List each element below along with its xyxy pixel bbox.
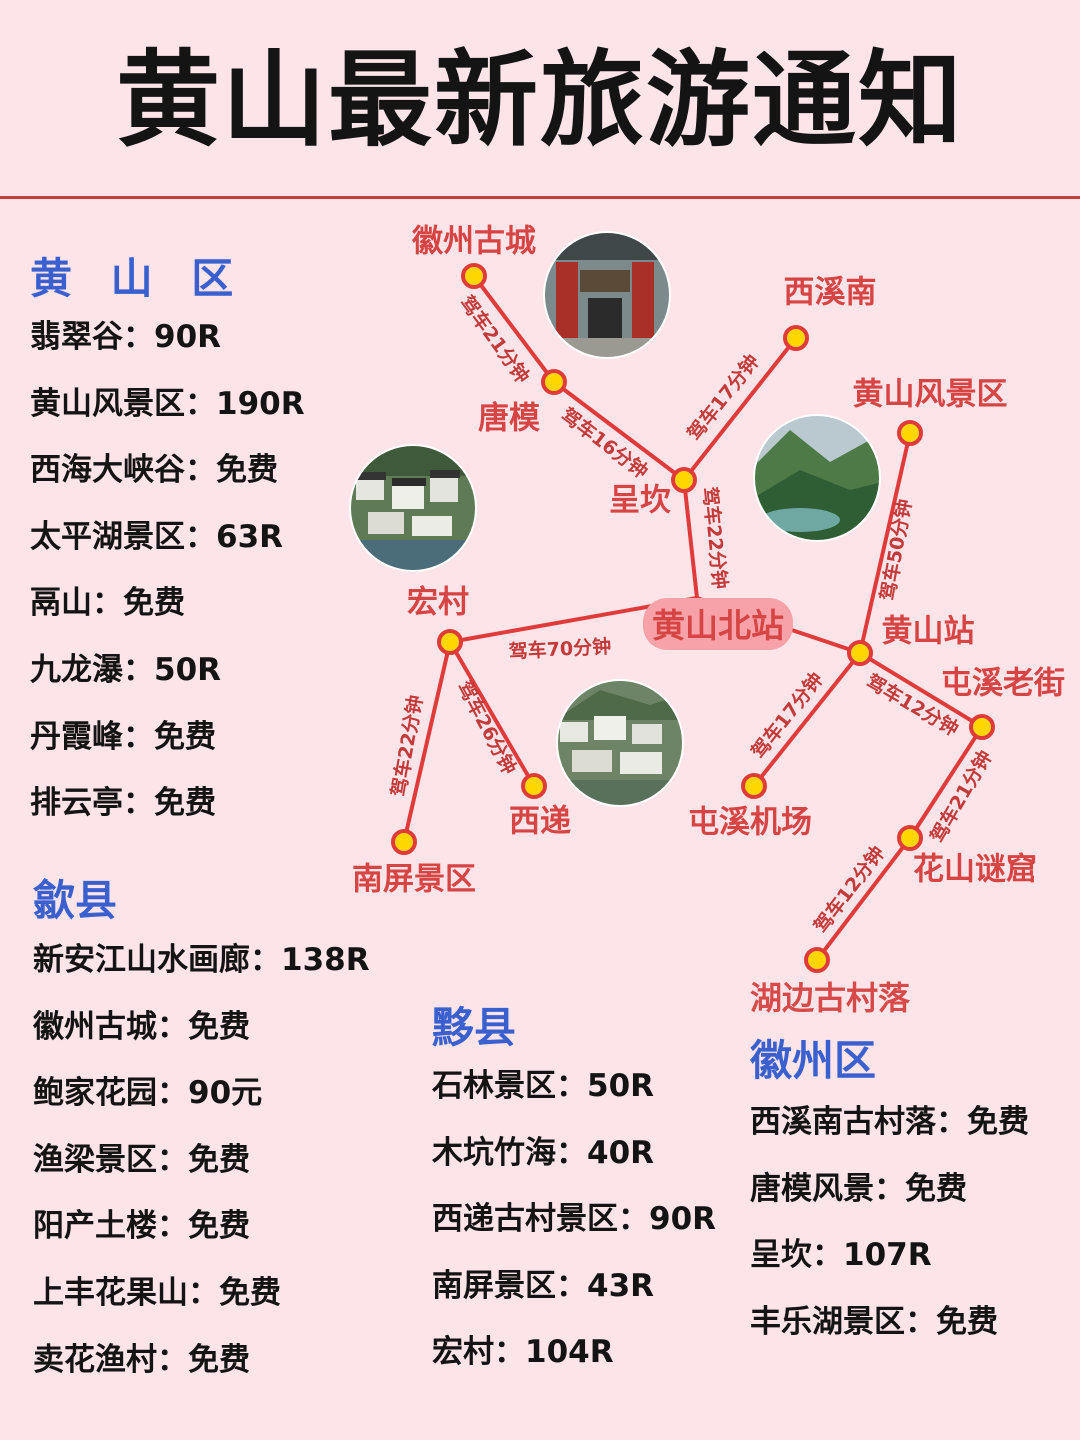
route-line-hsStation-tunxi [858, 651, 984, 729]
station-dot-hongcun [437, 629, 463, 655]
hub-station: 黄山北站 [643, 598, 793, 650]
attraction-huangshan-4: 鬲山：免费 [30, 585, 185, 622]
hub-station-label: 黄山北站 [652, 606, 784, 645]
region-title-huizhou: 徽州区 [750, 1036, 877, 1085]
attraction-yixian-1: 木坑竹海：40R [432, 1134, 655, 1171]
region-title-yixian: 黟县 [432, 1003, 517, 1052]
station-dot-xidi [521, 773, 547, 799]
attraction-huizhou-1: 唐模风景：免费 [750, 1170, 967, 1207]
station-dot-chengkan [671, 467, 697, 493]
route-line-tangmo-chengkan [552, 380, 686, 482]
station-label-huashan: 花山谜窟 [913, 852, 1037, 888]
station-label-nanping: 南屏景区 [352, 862, 476, 898]
attraction-huangshan-5: 九龙瀑：50R [30, 652, 222, 688]
attraction-huangshan-0: 翡翠谷：90R [30, 319, 222, 355]
attraction-huangshan-3: 太平湖景区：63R [30, 518, 284, 555]
village-note-label: 湖边古村落 [750, 979, 911, 1017]
station-dot-nanping [391, 829, 417, 855]
photo-huangshan-mountain [753, 414, 881, 542]
route-duration-label: 驾车12分钟 [809, 842, 889, 938]
station-label-airport: 屯溪机场 [688, 805, 812, 841]
station-label-xixinan: 西溪南 [784, 275, 877, 311]
station-dot-hsStation [847, 640, 873, 666]
attraction-shexian-5: 上丰花果山：免费 [33, 1275, 281, 1311]
station-label-tangmo: 唐模 [478, 401, 540, 437]
region-title-huangshan: 黄 山 区 [30, 254, 246, 303]
station-label-huizhou: 徽州古城 [411, 224, 536, 260]
route-line-scenic-hsStation [858, 431, 912, 655]
attraction-yixian-4: 宏村：104R [432, 1334, 614, 1370]
station-label-hsStation: 黄山站 [882, 614, 975, 650]
attraction-huizhou-0: 西溪南古村落：免费 [750, 1104, 1029, 1140]
route-line-chengkan-hub [682, 478, 699, 600]
station-dot-scenic [897, 420, 923, 446]
attraction-huizhou-3: 丰乐湖景区：免费 [750, 1303, 998, 1340]
attraction-shexian-4: 阳产土楼：免费 [33, 1208, 250, 1245]
station-label-tunxi: 屯溪老街 [941, 666, 1065, 702]
route-duration-label: 驾车26分钟 [453, 677, 521, 778]
attraction-huangshan-1: 黄山风景区：190R [30, 385, 305, 422]
attraction-yixian-2: 西递古村景区：90R [432, 1201, 717, 1237]
route-line-hongcun-xidi [448, 640, 536, 788]
attraction-yixian-3: 南屏景区：43R [432, 1267, 655, 1304]
station-dot-tunxi [969, 714, 995, 740]
attraction-shexian-3: 渔梁景区：免费 [33, 1141, 250, 1178]
station-label-scenic: 黄山风景区 [853, 377, 1008, 413]
region-title-shexian: 歙县 [33, 876, 118, 925]
page-title: 黄山最新旅游通知 [115, 39, 964, 161]
title-divider [0, 196, 1080, 199]
attraction-yixian-0: 石林景区：50R [432, 1068, 655, 1104]
attraction-shexian-0: 新安江山水画廊：138R [33, 942, 370, 978]
route-line-tunxi-huashan [908, 725, 984, 840]
route-duration-label: 驾车17分钟 [747, 668, 828, 763]
attraction-shexian-2: 鲍家花园：90元 [33, 1075, 263, 1112]
route-duration-label: 驾车22分钟 [387, 693, 427, 798]
route-duration-label: 驾车22分钟 [698, 486, 732, 590]
route-line-huashan-huashanEnd [815, 836, 912, 962]
attraction-huangshan-2: 西海大峡谷：免费 [30, 452, 278, 489]
station-label-xidi: 西递 [509, 804, 571, 840]
station-dot-huashanEnd [804, 947, 830, 973]
station-dot-tangmo [541, 369, 567, 395]
station-dot-huizhou [461, 263, 487, 289]
route-line-chengkan-xixinan [682, 336, 798, 482]
attraction-shexian-6: 卖花渔村：免费 [33, 1341, 250, 1378]
station-label-chengkan: 呈坎 [609, 483, 671, 519]
station-label-hongcun: 宏村 [407, 585, 469, 621]
route-line-hongcun-nanping [402, 640, 452, 844]
station-dot-xixinan [783, 325, 809, 351]
route-map: 驾车21分钟驾车16分钟驾车17分钟驾车22分钟驾车50分钟驾车70分钟驾车22… [349, 224, 1065, 973]
route-line-hsStation-airport [752, 651, 862, 788]
attraction-huangshan-7: 排云亭：免费 [30, 785, 216, 822]
route-line-huizhou-tangmo [472, 274, 556, 384]
attraction-huangshan-6: 丹霞峰：免费 [30, 718, 216, 755]
photo-hongcun-village [349, 444, 477, 572]
title-band: 黄山最新旅游通知 [0, 0, 1080, 196]
attraction-shexian-1: 徽州古城：免费 [33, 1008, 250, 1045]
station-dot-airport [741, 773, 767, 799]
photo-xidi-village [556, 679, 684, 807]
photo-huizhou-gate [543, 231, 671, 359]
route-duration-label: 驾车70分钟 [508, 635, 612, 663]
attraction-huizhou-2: 呈坎：107R [750, 1237, 932, 1273]
station-dot-huashan [897, 825, 923, 851]
